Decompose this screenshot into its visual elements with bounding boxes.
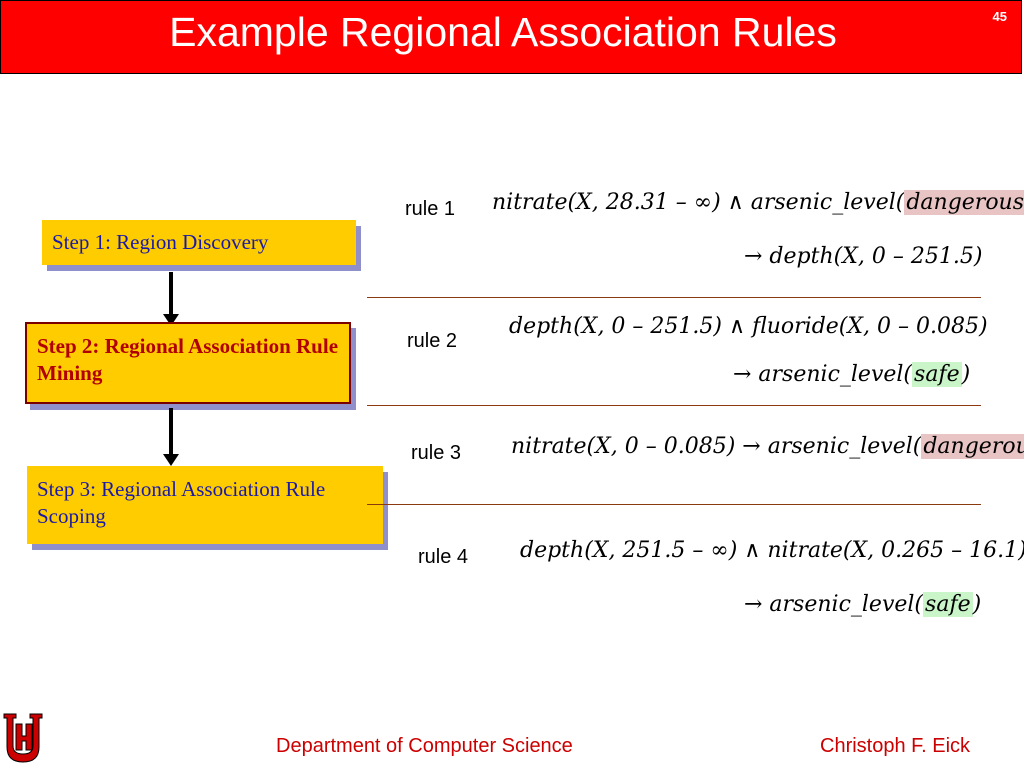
formula-text: → arsenic_level( [733,362,913,387]
dangerous-highlight: dangerous [904,190,1024,215]
step1-box: Step 1: Region Discovery [42,220,356,265]
rule-4-consequent: → arsenic_level(safe) [744,592,981,617]
step2-box: Step 2: Regional Association Rule Mining [25,322,351,404]
rule-label: rule 4 [418,546,469,568]
rule-1-consequent: → depth(X, 0 – 251.5) [744,244,983,269]
page-number: 45 [992,9,1007,24]
formula-text: ) [961,362,971,387]
rule-label: rule 2 [407,330,458,352]
down-arrow-icon [163,272,179,326]
formula-text: nitrate(X, 28.31 – ∞) ∧ arsenic_level( [492,190,905,215]
rule-2-antecedent: depth(X, 0 – 251.5) ∧ fluoride(X, 0 – 0.… [509,314,988,339]
formula-text: nitrate(X, 0 – 0.085) → arsenic_level( [511,434,922,459]
rule-separator [367,297,981,298]
rule-4-antecedent: depth(X, 251.5 – ∞) ∧ nitrate(X, 0.265 –… [520,538,1024,563]
rule-separator [367,504,981,505]
safe-highlight: safe [912,362,962,387]
title-bar: Example Regional Association Rules 45 [0,0,1022,74]
down-arrow-icon [163,408,179,466]
formula-text: ) [972,592,982,617]
step3-box: Step 3: Regional Association Rule Scopin… [27,466,383,544]
rule-label: rule 1 [405,198,456,220]
slide-title: Example Regional Association Rules [169,9,837,55]
footer-department: Department of Computer Science [276,735,573,757]
dangerous-highlight: dangerous [921,434,1024,459]
rule-3-formula: nitrate(X, 0 – 0.085) → arsenic_level(da… [511,434,1024,459]
rule-1-antecedent: nitrate(X, 28.31 – ∞) ∧ arsenic_level(da… [492,190,1024,215]
rule-label: rule 3 [411,442,462,464]
rule-separator [367,405,981,406]
formula-text: → arsenic_level( [744,592,924,617]
rule-2-consequent: → arsenic_level(safe) [733,362,970,387]
footer-author: Christoph F. Eick [820,735,971,757]
uh-logo-icon [3,713,43,763]
safe-highlight: safe [923,592,973,617]
